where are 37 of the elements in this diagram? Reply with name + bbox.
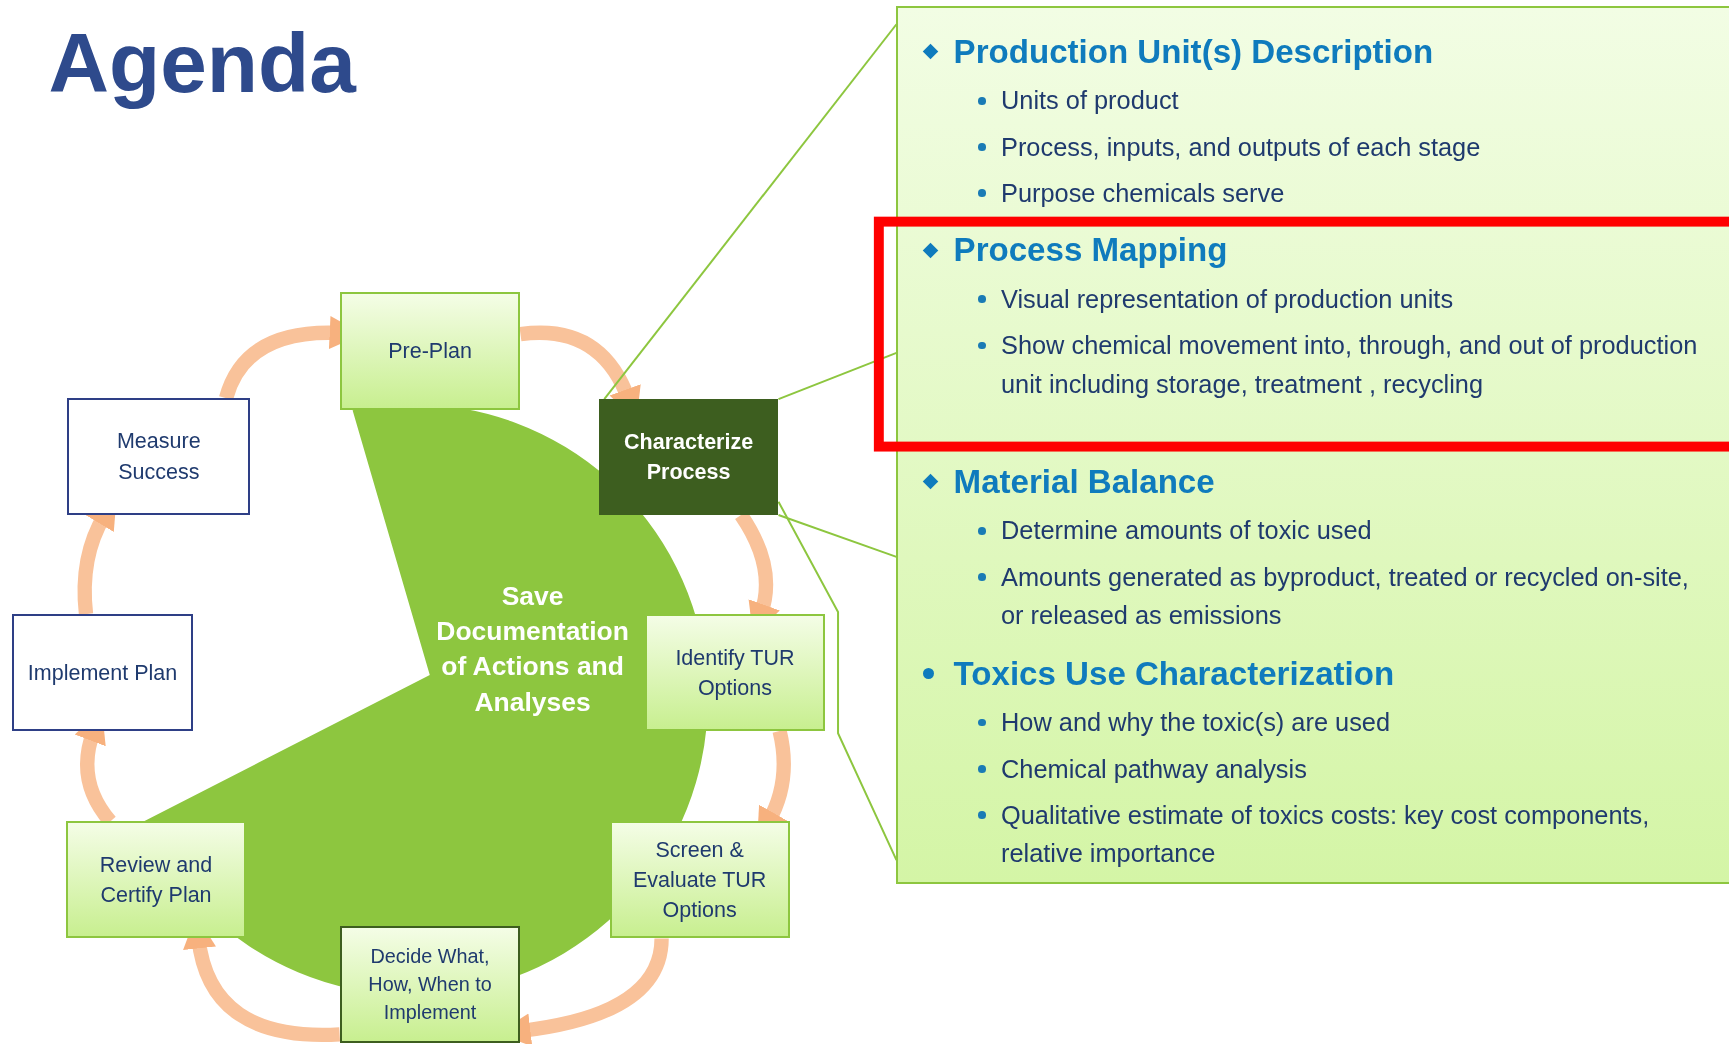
title: Agenda — [48, 15, 356, 112]
section-heading: Material Balance — [953, 462, 1215, 501]
step-label: Review and Certify Plan — [98, 851, 214, 909]
connector-line — [777, 500, 898, 862]
section-heading: Process Mapping — [953, 231, 1228, 270]
connector-line — [777, 513, 898, 558]
process-box — [609, 821, 790, 939]
step-label: Implement Plan — [27, 659, 178, 687]
bullet-text: Amounts generated as byproduct, treated or recycled on-site, or released as emissions — [1001, 561, 1690, 632]
connector-line — [603, 23, 898, 401]
step-label: Measure Success — [115, 428, 202, 486]
process-box — [66, 821, 246, 939]
process-box — [339, 926, 521, 1044]
step-label: Pre-Plan — [388, 338, 472, 366]
process-box — [598, 399, 779, 515]
center-label: Save Documentation of Actions and Analyses — [435, 579, 630, 719]
connector-line — [777, 351, 898, 401]
step-label: Identify TUR Options — [674, 644, 796, 702]
info-panel — [896, 5, 1729, 885]
bullet-text: Process, inputs, and outputs of each stage — [1001, 131, 1482, 163]
process-box — [67, 398, 251, 515]
bullet-text: Qualitative estimate of toxics costs: key cost components, relative importance — [1001, 799, 1651, 870]
bullet-text: Purpose chemicals serve — [1001, 178, 1286, 209]
process-box — [645, 614, 825, 732]
step-label: Characterize Process — [623, 428, 755, 487]
bullet-text: Chemical pathway analysis — [1001, 753, 1308, 785]
bullet-text: Visual representation of production units — [1001, 283, 1455, 315]
section-heading: Production Unit(s) Description — [953, 32, 1434, 71]
bullet-text: Determine amounts of toxic used — [1001, 515, 1373, 547]
process-box — [12, 614, 193, 732]
step-label: Decide What, How, When to Implement — [367, 944, 493, 1025]
section-heading: Toxics Use Characterization — [953, 654, 1395, 693]
process-box — [339, 292, 521, 411]
bullet-text: Units of product — [1001, 85, 1180, 117]
bullet-text: How and why the toxic(s) are used — [1001, 707, 1392, 739]
bullet-text: Show chemical movement into, through, and out of production unit including storage, treatment , recycling — [1001, 330, 1699, 400]
step-label: Screen & Evaluate TUR Options — [631, 836, 768, 924]
